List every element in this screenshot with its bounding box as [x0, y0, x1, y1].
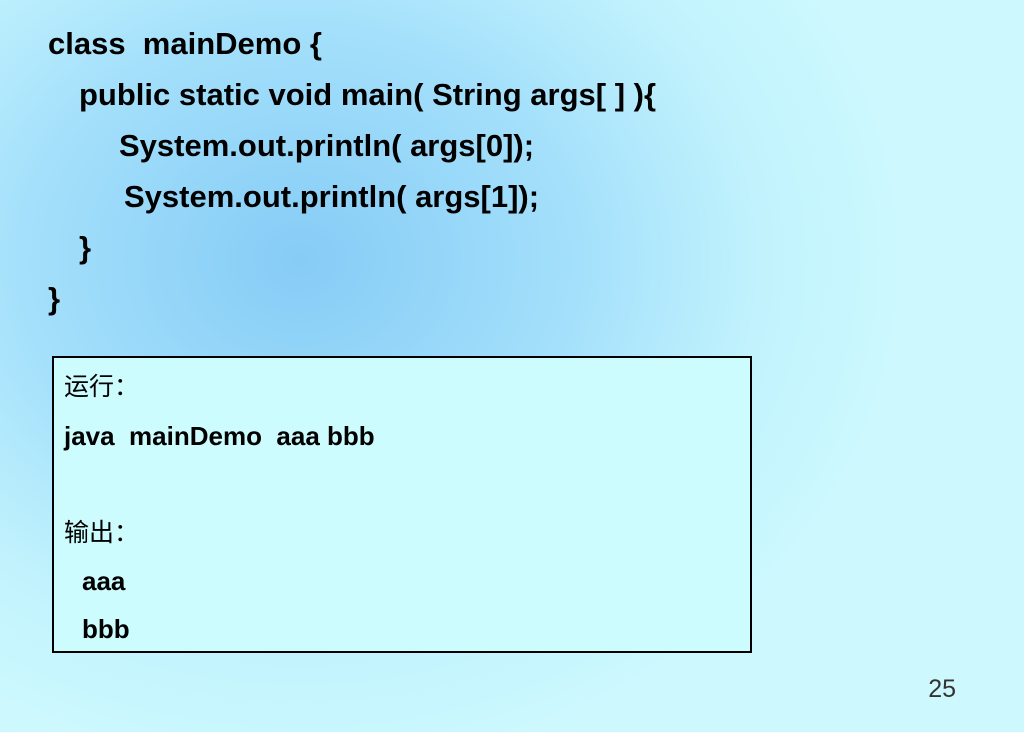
code-line-print-arg0: System.out.println( args[0]);	[119, 128, 535, 163]
code-line-main-decl: public static void main( String args[ ] …	[79, 77, 657, 112]
run-command: java mainDemo aaa bbb	[64, 421, 375, 451]
run-label: 运行：	[64, 372, 140, 401]
code-line-print-arg1: System.out.println( args[1]);	[124, 179, 540, 214]
code-line-class-decl: class mainDemo {	[48, 26, 322, 61]
code-line-close-class: }	[48, 281, 61, 316]
output-line-aaa: aaa	[82, 566, 126, 596]
output-line-bbb: bbb	[82, 614, 130, 644]
output-label: 输出：	[64, 518, 140, 547]
page-number: 25	[928, 675, 956, 703]
code-line-close-method: }	[79, 230, 92, 265]
output-box: 运行： java mainDemo aaa bbb 输出： aaa bbb	[52, 356, 752, 653]
